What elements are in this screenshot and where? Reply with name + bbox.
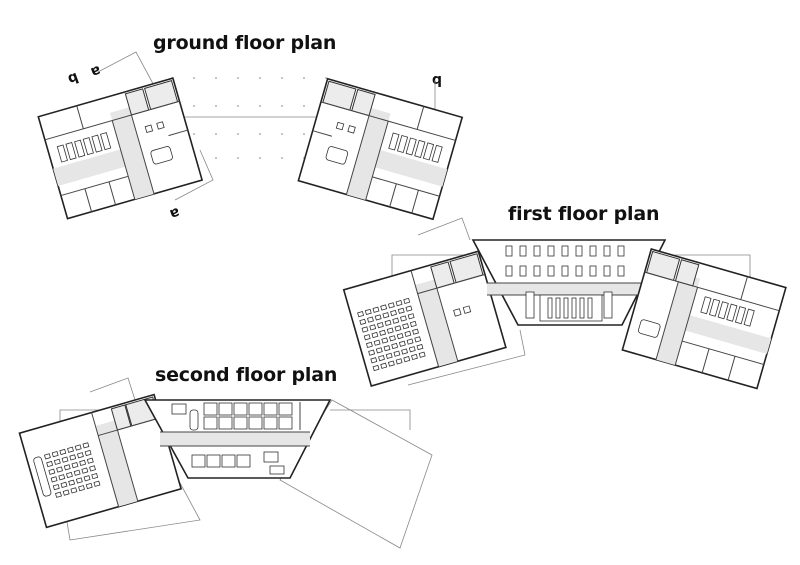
first-central-block: [471, 239, 667, 326]
second-floor-plan-title: second floor plan: [155, 364, 338, 386]
first-left-wing: [342, 250, 507, 387]
first-right-wing: [621, 248, 787, 390]
first-floor-guides: [391, 217, 751, 386]
second-central-block: [143, 399, 332, 479]
first-floor-plan-title: first floor plan: [508, 203, 660, 225]
ground-left-wing: [37, 77, 204, 220]
ground-column-grid: [171, 77, 327, 159]
ground-section-lines: [97, 51, 436, 201]
ground-right-wing: [297, 77, 464, 221]
second-left-wing: [18, 393, 183, 529]
ground-floor-plan-title: ground floor plan: [153, 32, 337, 54]
